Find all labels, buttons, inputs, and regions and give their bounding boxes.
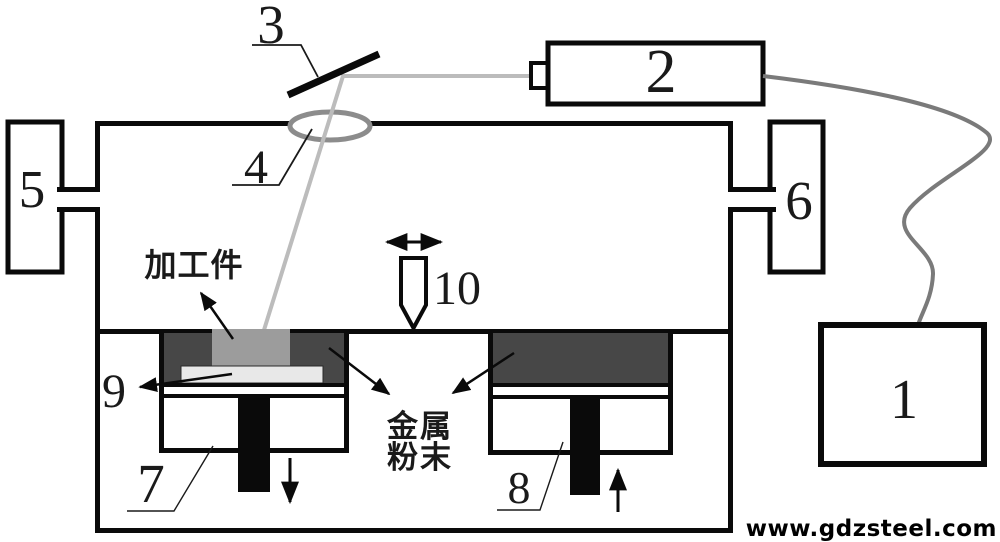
label-7-leader — [127, 445, 214, 512]
metal-powder-arrow-left — [328, 347, 391, 396]
chamber-right-wall-lower — [728, 207, 733, 533]
left-port-arm-bottom — [57, 207, 100, 212]
right-port-arm-bottom — [733, 207, 776, 212]
chamber-top-wall — [95, 121, 733, 126]
controller-box — [818, 322, 987, 467]
right-piston-plate-top — [493, 383, 668, 387]
right-piston-rod — [570, 397, 600, 495]
part-label-4: 4 — [244, 141, 268, 194]
chamber-right-wall-upper — [728, 121, 733, 192]
metal-powder-label-line2: 粉末 — [387, 440, 453, 476]
part-label-8: 8 — [508, 462, 531, 513]
metal-powder-arrow-right — [451, 351, 515, 395]
left-port-opening — [57, 192, 67, 207]
laser-source-box — [545, 40, 766, 107]
part-label-6: 6 — [785, 170, 813, 231]
part-label-3: 3 — [257, 0, 285, 55]
chamber-left-wall-lower — [95, 207, 100, 533]
right-port-opening — [765, 192, 775, 207]
scanning-mirror — [286, 50, 381, 99]
workpiece-block — [212, 329, 290, 368]
workpiece-label: 加工件 — [144, 246, 243, 284]
left-port-body — [5, 119, 65, 275]
recoater-scraper — [399, 256, 428, 333]
part-label-1: 1 — [890, 369, 918, 431]
left-cylinder-wall-right — [344, 329, 349, 453]
laser-beam — [262, 74, 531, 331]
label-3-leader — [252, 44, 319, 78]
left-port-arm-top — [57, 187, 100, 192]
right-port-arm-top — [733, 187, 776, 192]
part-label-9: 9 — [102, 365, 126, 418]
laser-power-cable — [762, 74, 992, 326]
part-label-2: 2 — [646, 38, 677, 106]
part-label-10: 10 — [433, 262, 481, 315]
laser-output-nozzle — [529, 61, 550, 90]
metal-powder-label-line1: 金属 — [386, 409, 453, 445]
left-piston-plate-top — [164, 383, 344, 387]
left-piston-rod — [238, 396, 270, 492]
work-table-surface — [100, 329, 728, 334]
right-cylinder-wall-right — [668, 329, 673, 455]
build-platform-plate — [180, 365, 324, 384]
workpiece-label-arrow — [199, 291, 235, 340]
label-8-leader — [497, 441, 564, 511]
label-9-arrow — [138, 372, 233, 393]
right-cylinder-wall-left — [488, 329, 493, 455]
watermark-text: www.gdzsteel.com — [746, 516, 997, 542]
powder-bed-right — [493, 333, 668, 383]
left-cylinder-wall-left — [159, 329, 164, 453]
part-label-7: 7 — [137, 453, 165, 514]
part-label-5: 5 — [19, 161, 46, 219]
chamber-bottom-wall — [95, 528, 733, 533]
chamber-left-wall-upper — [95, 121, 100, 192]
label-4-leader — [232, 128, 313, 186]
